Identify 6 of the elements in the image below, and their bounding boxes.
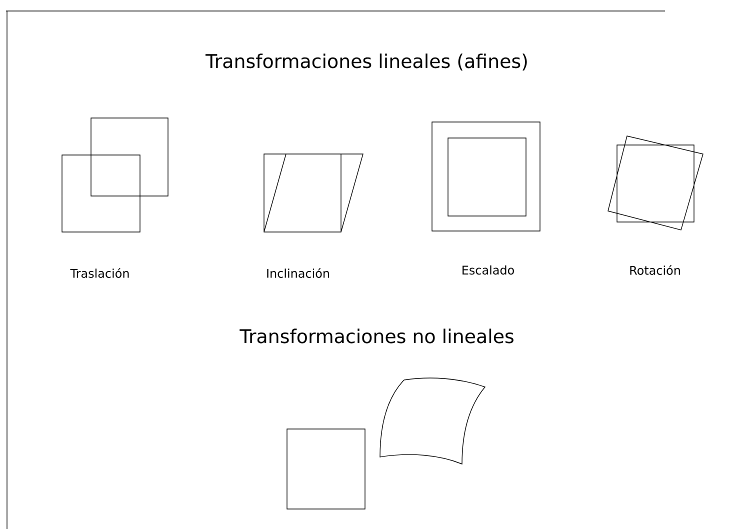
heading: Transformaciones no lineales bbox=[240, 328, 514, 344]
title: Transformaciones lineales (afines) bbox=[206, 54, 527, 70]
caption: Escalado bbox=[462, 265, 514, 275]
caption: Traslación bbox=[70, 268, 129, 278]
caption: Inclinación bbox=[267, 268, 330, 278]
caption: Rotación bbox=[630, 265, 680, 275]
